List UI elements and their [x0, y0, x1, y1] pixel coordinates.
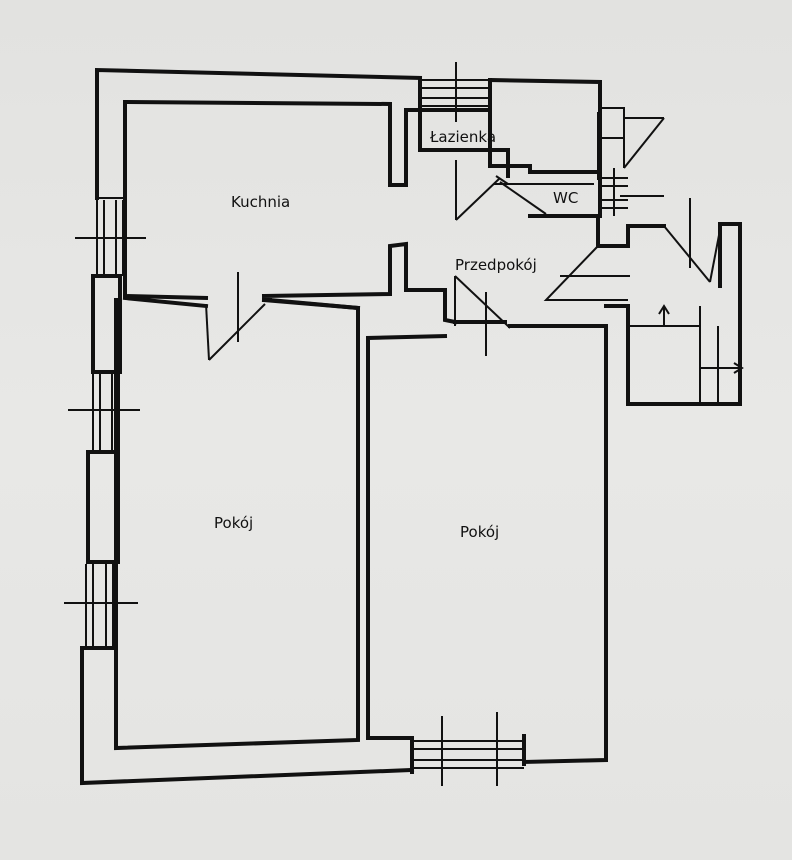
- utility-hatching-top: [597, 107, 665, 180]
- door-entrance: [663, 198, 721, 283]
- label-kitchen: Kuchnia: [231, 193, 290, 211]
- bathroom-walls: [404, 77, 602, 187]
- hall-walls: [453, 222, 742, 406]
- outer-walls: [80, 67, 608, 786]
- label-room-right: Pokój: [460, 523, 499, 541]
- window-left-2: [68, 374, 140, 450]
- label-room-left: Pokój: [214, 514, 253, 532]
- kitchen-room-partition: [114, 230, 458, 325]
- wc-walls: [506, 164, 666, 248]
- window-left-3: [64, 564, 138, 646]
- outer-wall-outline: [95, 67, 423, 200]
- room-labels: Kuchnia Łazienka WC Przedpokój Pokój Pok…: [214, 128, 578, 541]
- left-wall-piers: [80, 274, 122, 650]
- pier-middle: [86, 450, 120, 564]
- inner-wall-kitchen: [123, 99, 408, 234]
- outer-wall-left-lower: [80, 646, 415, 786]
- label-bathroom: Łazienka: [429, 128, 496, 146]
- label-hall: Przedpokój: [455, 256, 537, 274]
- door-bathroom: [455, 160, 501, 221]
- pier-upper: [91, 274, 122, 374]
- door-kitchen: [205, 272, 266, 361]
- door-right-room: [454, 275, 511, 356]
- window-top: [418, 62, 492, 122]
- door-wc: [494, 175, 594, 215]
- stairs: [543, 245, 744, 404]
- label-wc: WC: [553, 189, 578, 207]
- window-left-1: [75, 197, 146, 276]
- inner-wall-right-room: [366, 333, 448, 740]
- window-bottom: [410, 712, 526, 786]
- outer-wall-bottom-right: [521, 328, 608, 765]
